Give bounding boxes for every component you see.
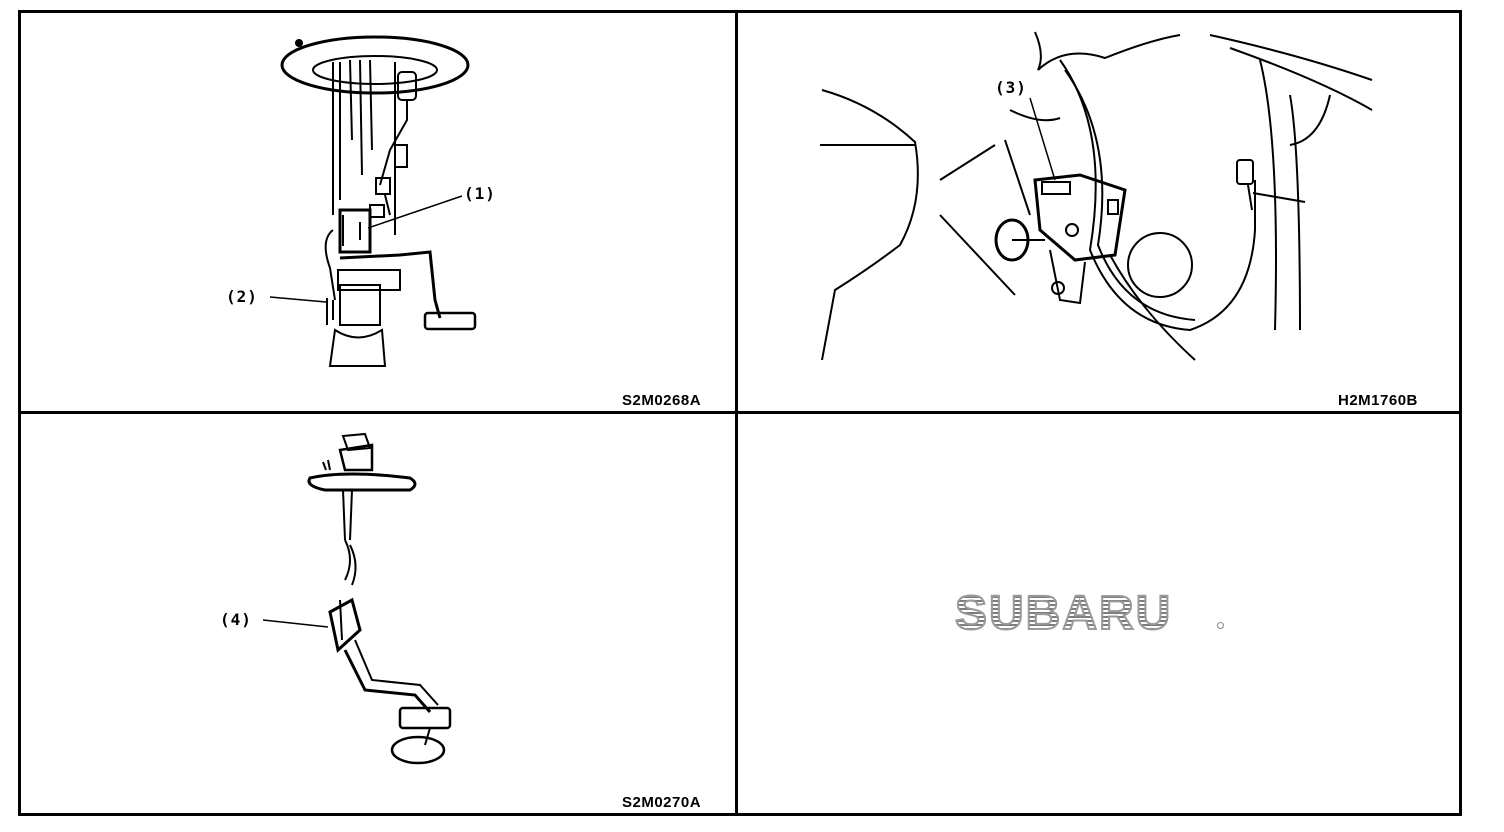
subaru-logo: SUBARU: [954, 587, 1224, 640]
callout-1: (1): [464, 184, 496, 203]
panel-divider-horizontal: [18, 411, 1462, 414]
callout-3: (3): [995, 78, 1027, 97]
callout-2: (2): [226, 287, 258, 306]
callout-4: (4): [220, 610, 252, 629]
figure-code-top-right: H2M1760B: [1338, 392, 1418, 409]
registered-mark: [1217, 622, 1224, 629]
subaru-logo-text: SUBARU: [954, 587, 1173, 640]
figure-code-bottom-left: S2M0270A: [622, 794, 702, 811]
figure-code-top-left: S2M0268A: [622, 392, 702, 409]
